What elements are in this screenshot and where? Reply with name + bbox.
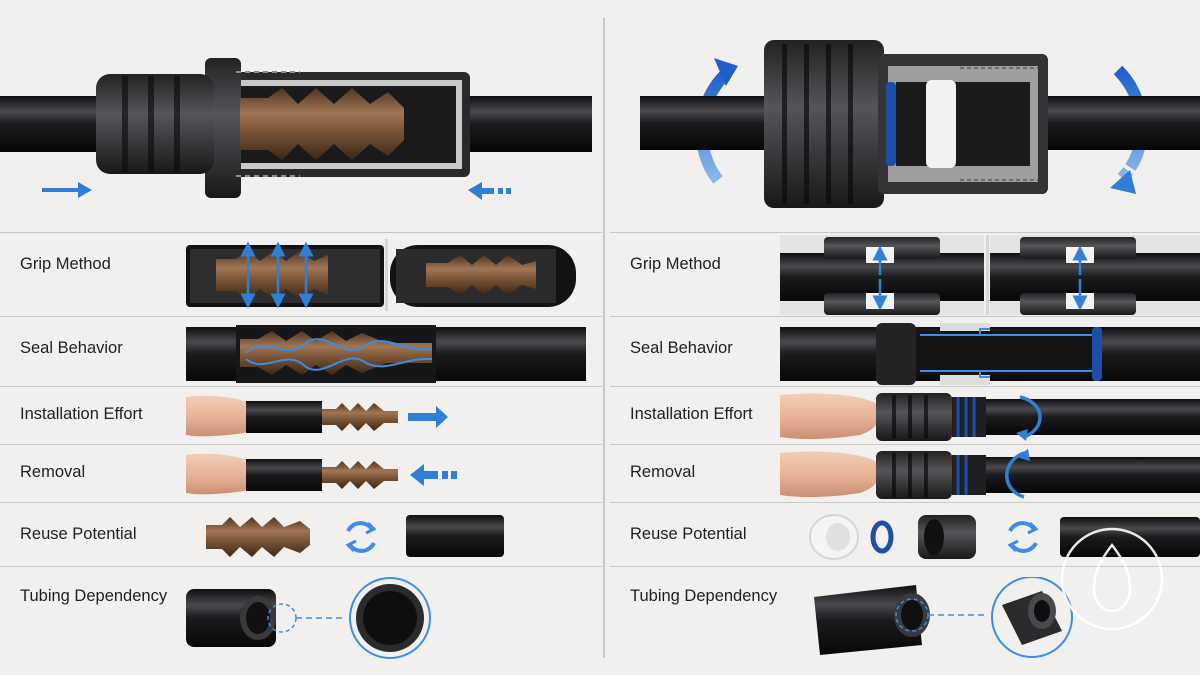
- barbed-fitting-panel: Grip Method Sea: [0, 0, 602, 662]
- recycle-arrows-icon: [1007, 521, 1039, 553]
- installation-effort-illustration: [780, 389, 1200, 443]
- row-removal: Removal: [610, 444, 1200, 502]
- row-grip-method: Grip Method: [0, 232, 602, 316]
- tubing-dependency-illustration: [186, 577, 446, 661]
- row-label-grip-method: Grip Method: [20, 255, 111, 273]
- row-label-tubing-dependency: Tubing Dependency: [630, 587, 778, 605]
- row-reuse-potential: Reuse Potential: [0, 502, 602, 566]
- row-seal-behavior: Seal Behavior: [0, 316, 602, 386]
- row-label-installation-effort: Installation Effort: [630, 405, 753, 423]
- grip-method-illustration: [186, 239, 590, 311]
- grip-method-illustration: [780, 235, 1200, 315]
- row-installation-effort: Installation Effort: [610, 386, 1200, 444]
- row-label-reuse-potential: Reuse Potential: [20, 525, 137, 543]
- reuse-potential-illustration: [806, 511, 1200, 563]
- barbed-fitting-hero-illustration: [0, 0, 602, 228]
- row-reuse-potential: Reuse Potential: [610, 502, 1200, 566]
- row-grip-method: Grip Method: [610, 232, 1200, 316]
- row-label-seal-behavior: Seal Behavior: [630, 339, 733, 357]
- watermark-drop-icon: [1060, 527, 1164, 631]
- seal-behavior-illustration: [186, 323, 586, 383]
- tubing-dependency-illustration: [806, 577, 1076, 661]
- row-label-installation-effort: Installation Effort: [20, 405, 143, 423]
- removal-illustration: [780, 447, 1200, 501]
- compression-fitting-panel: Grip Method: [610, 0, 1200, 675]
- rotate-arrows-icon: [1019, 395, 1042, 439]
- row-label-reuse-potential: Reuse Potential: [630, 525, 747, 543]
- row-label-grip-method: Grip Method: [630, 255, 721, 273]
- row-tubing-dependency: Tubing Dependency: [0, 566, 602, 662]
- row-seal-behavior: Seal Behavior: [610, 316, 1200, 386]
- arrow-right-icon: [408, 406, 448, 428]
- reuse-potential-illustration: [196, 511, 516, 561]
- row-tubing-dependency: Tubing Dependency: [610, 566, 1200, 662]
- removal-illustration: [186, 451, 466, 497]
- row-removal: Removal: [0, 444, 602, 502]
- seal-behavior-illustration: [780, 321, 1200, 385]
- row-label-tubing-dependency: Tubing Dependency: [20, 587, 168, 605]
- row-label-removal: Removal: [630, 463, 696, 481]
- installation-effort-illustration: [186, 393, 466, 439]
- row-installation-effort: Installation Effort: [0, 386, 602, 444]
- arrow-left-dashed-icon: [410, 464, 457, 486]
- row-label-removal: Removal: [20, 463, 86, 481]
- arrow-right-icon: [42, 182, 92, 198]
- recycle-arrows-icon: [345, 521, 377, 553]
- compression-fitting-hero-illustration: [610, 0, 1200, 228]
- panel-divider: [603, 18, 605, 658]
- arrow-left-dashed-icon: [468, 182, 511, 200]
- row-label-seal-behavior: Seal Behavior: [20, 339, 123, 357]
